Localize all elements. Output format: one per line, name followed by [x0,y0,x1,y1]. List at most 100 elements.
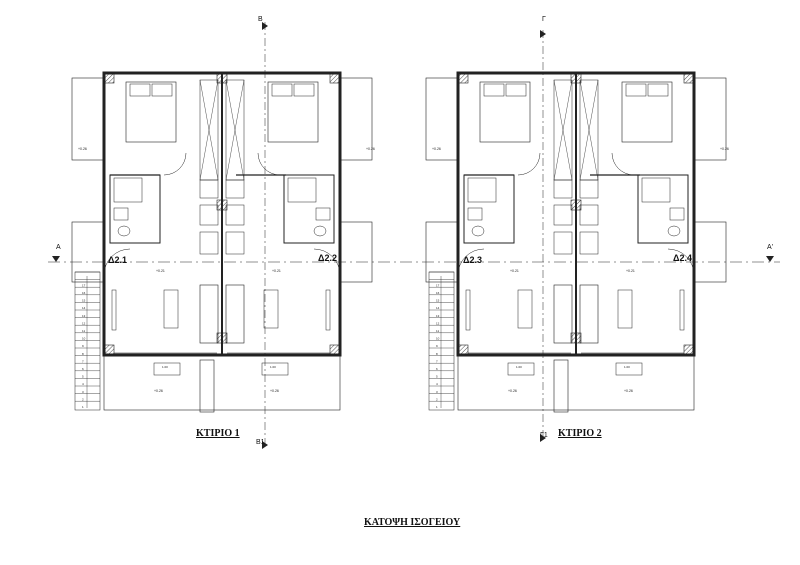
stair-step-number: 15 [436,299,440,303]
sofa [553,284,573,344]
unit-label-d24: Δ2.4 [673,253,692,263]
stair-step-number: 6 [436,367,438,371]
stair-step-number: 2 [82,397,84,401]
stair-step-number: 15 [82,299,86,303]
entrance-door-swing [457,248,485,276]
pillow [271,83,293,97]
level-mark: +0.21 [510,269,519,273]
level-mark: +0.26 [508,389,517,393]
entrance-door-swing [667,248,695,276]
stair-step-number: 4 [436,382,438,386]
column [570,199,582,211]
sofa [199,284,219,344]
table [163,289,179,329]
cooktop [553,179,573,199]
door-swing [517,152,541,176]
shower [641,177,671,203]
section-b-bottom: Β1 [256,439,265,446]
side-balcony [71,77,105,161]
level-mark: +0.21 [272,269,281,273]
shower [113,177,143,203]
building-1-label: ΚΤΙΡΙΟ 1 [196,428,240,439]
column [216,72,228,84]
stair-step-number: 9 [82,344,84,348]
column [683,344,695,356]
wardrobe-cross [579,79,599,181]
sink [199,204,219,226]
window-tag-text: 1.00 [270,365,276,369]
window-tag [507,362,535,376]
tv-unit [111,289,117,331]
bathroom [637,174,689,244]
stair-step-number: 8 [436,352,438,356]
stair-step-number: 16 [436,291,440,295]
sink [225,204,245,226]
section-arrow [52,256,60,262]
table [517,289,533,329]
tv-unit [325,289,331,331]
section-arrow [262,441,268,449]
wardrobe-cross [553,79,573,181]
bathroom [283,174,335,244]
column [683,72,695,84]
stair-step-number: 16 [82,291,86,295]
cooktop [199,179,219,199]
stair-step-number: 5 [82,375,84,379]
washbasin [467,207,483,221]
entrance-door-swing [313,248,341,276]
unit-label-d22: Δ2.2 [318,253,337,263]
section-arrow [540,30,546,38]
stair-step-number: 5 [436,375,438,379]
sofa [225,284,245,344]
front-terrace [103,354,341,411]
stair-step-number: 4 [82,382,84,386]
section-arrow [766,256,774,262]
fridge [199,231,219,255]
window-tag-text: 1.00 [516,365,522,369]
level-mark: +0.21 [626,269,635,273]
pillow [129,83,151,97]
entrance-door-swing [103,248,131,276]
unit-label-d23: Δ2.3 [463,255,482,265]
column [329,344,341,356]
stair-step-number: 1 [82,405,84,409]
level-mark: +0.26 [366,147,375,151]
column [457,344,469,356]
toilet [117,225,131,237]
column [216,199,228,211]
table [617,289,633,329]
stair-step-number: 2 [436,397,438,401]
stair-step-number: 7 [82,359,84,363]
level-mark: +0.26 [270,389,279,393]
pillow [625,83,647,97]
planter [199,359,215,413]
bathroom [463,174,515,244]
sink [579,204,599,226]
tv-unit [679,289,685,331]
drawing-title: ΚΑΤΟΨΗ ΙΣΟΓΕΙΟΥ [364,517,461,528]
bed [479,81,531,143]
fridge [553,231,573,255]
pillow [293,83,315,97]
side-balcony [425,221,459,283]
column [103,344,115,356]
column [216,332,228,344]
section-g-bottom: Γ1 [540,432,548,439]
stair-step-number: 17 [82,283,86,287]
cooktop [579,179,599,199]
section-a-right: Α' [767,244,774,251]
pillow [151,83,173,97]
section-b-top: Β [258,16,263,23]
stair [74,271,101,411]
washbasin [113,207,129,221]
stair-step-number: 1 [436,405,438,409]
stair-step-number: 11 [82,329,85,333]
pillow [505,83,527,97]
stair-step-number: 14 [82,306,86,310]
level-mark: +0.26 [720,147,729,151]
column [329,72,341,84]
pillow [483,83,505,97]
stair-step-number: 7 [436,359,438,363]
shower [467,177,497,203]
